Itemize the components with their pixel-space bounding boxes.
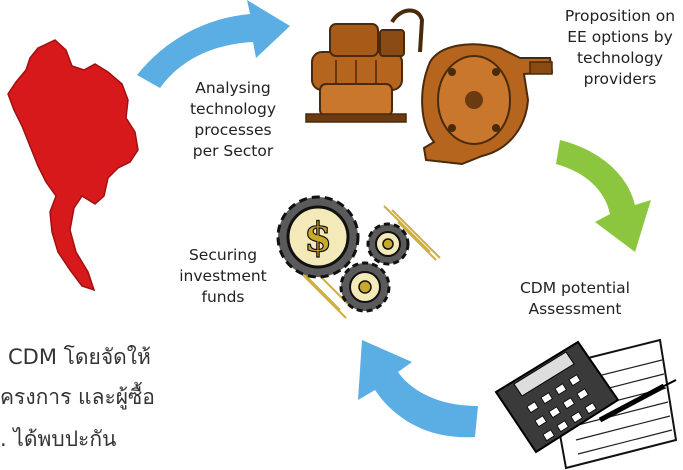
dollar-gears-icon: $ xyxy=(276,195,441,319)
thai-text-line-3: . ได้พบปะกัน xyxy=(0,427,117,451)
green-arrow-right-icon xyxy=(556,140,651,252)
thai-text-line-1: CDM โดยจัดให้ xyxy=(8,345,151,369)
blue-arrow-bottom-icon xyxy=(358,340,478,438)
step-analysing-label: Analysing technology processes per Secto… xyxy=(189,79,277,160)
thai-text-line-2: ครงการ และผู้ซื้อ xyxy=(0,385,155,409)
gear-pump-icon xyxy=(421,43,554,166)
step-securing-label: Securing investment funds xyxy=(179,246,267,306)
water-pump-icon xyxy=(305,8,425,123)
step-proposition-label: Proposition on EE options by technology … xyxy=(564,7,676,88)
thailand-map-icon xyxy=(7,39,139,292)
step-cdm-label: CDM potential Assessment xyxy=(519,279,630,318)
svg-text:$: $ xyxy=(304,214,332,261)
blue-arrow-top-icon xyxy=(137,0,290,88)
calculator-notepad-icon xyxy=(494,338,678,470)
